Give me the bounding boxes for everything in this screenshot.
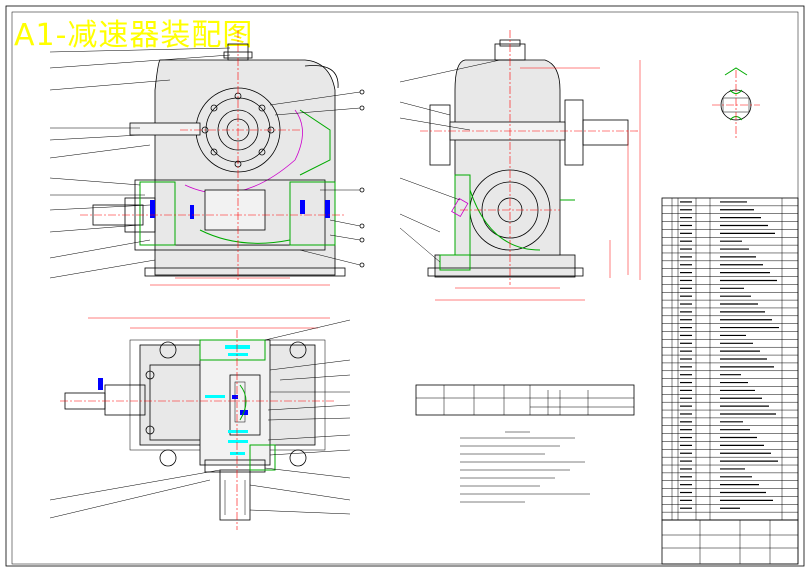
top-view — [49, 317, 351, 530]
parts-list — [661, 197, 799, 521]
side-cover-right — [564, 99, 584, 166]
title-block — [661, 519, 799, 565]
front-base — [154, 244, 336, 276]
technical-notes — [460, 431, 590, 503]
side-view — [399, 30, 641, 301]
lifting-hook — [304, 65, 339, 89]
side-base — [434, 254, 576, 278]
drawing-frame — [5, 5, 805, 567]
top-output-shaft — [219, 469, 251, 521]
keyway-section — [712, 67, 760, 140]
drawing-title: A1-减速器装配图 — [14, 18, 254, 53]
spec-table — [415, 384, 635, 416]
front-worm — [204, 189, 266, 231]
side-housing — [454, 59, 561, 256]
front-view — [49, 30, 365, 286]
